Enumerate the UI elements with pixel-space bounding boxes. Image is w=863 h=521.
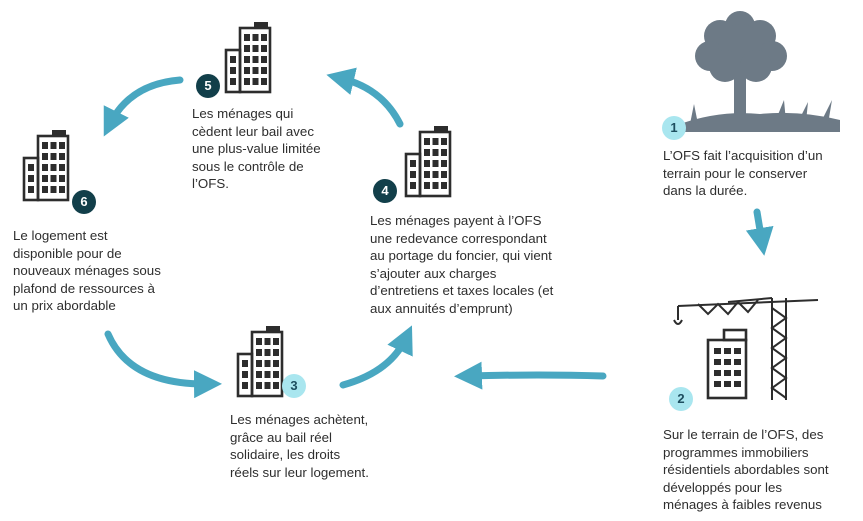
arrow-3-to-4 [339,325,413,389]
step-3-building-icon [236,326,284,398]
step-5-badge: 5 [196,74,220,98]
arrow-6-to-3 [104,330,222,399]
step-4-building-icon [404,126,452,198]
building-crane-icon [673,297,819,400]
step-3-badge: 3 [282,374,306,398]
step-4-caption: Les ménages payent à l’OFS une redevance… [370,213,554,316]
step-6-caption: Le logement est disponible pour de nouve… [13,228,161,313]
step-1-caption: L’OFS fait l’acquisition d’un terrain po… [663,148,823,198]
tree-icon [680,11,840,132]
step-6-building-icon [22,130,70,202]
arrow-5-to-6 [103,76,184,137]
step-5-caption: Les ménages qui cèdent leur bail avec un… [192,106,321,191]
step-2-caption: Sur le terrain de l’OFS, des programmes … [663,427,829,512]
step-4-badge: 4 [373,179,397,203]
step-1-badge: 1 [662,116,686,140]
step-3-caption: Les ménages achètent, grâce au bail réel… [230,412,369,480]
arrow-2-to-3 [454,361,607,390]
step-5-building-icon [224,22,272,94]
arrow-4-to-5 [326,67,404,128]
step-2-badge: 2 [669,387,693,411]
step-6-badge: 6 [72,190,96,214]
arrow-1-to-2 [745,208,774,256]
